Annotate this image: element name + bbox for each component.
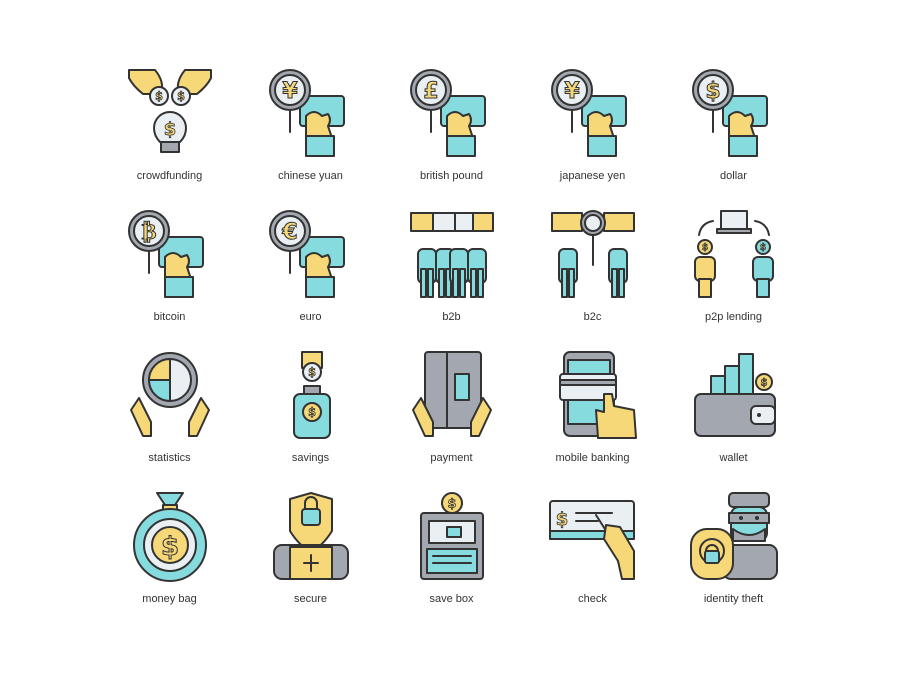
icon-tile-dollar: $ dollar xyxy=(663,68,804,209)
svg-text:£: £ xyxy=(423,79,438,104)
payment-terminal-icon xyxy=(411,351,492,437)
icon-label: euro xyxy=(299,311,322,323)
crowdfunding-icon: $ $ $ xyxy=(127,69,212,153)
identity-theft-icon xyxy=(689,492,778,580)
icon-label: statistics xyxy=(148,452,191,464)
icon-label: money bag xyxy=(142,593,197,605)
icon-label: p2p lending xyxy=(705,311,762,323)
icon-tile-secure: secure xyxy=(240,491,381,632)
svg-text:$: $ xyxy=(308,366,316,379)
svg-text:$: $ xyxy=(155,90,163,103)
icon-label: b2c xyxy=(583,311,602,323)
icon-label: b2b xyxy=(442,311,461,323)
icon-tile-british-pound: £ british pound xyxy=(381,68,522,209)
icon-tile-save-box: $ save box xyxy=(381,491,522,632)
svg-text:$: $ xyxy=(163,119,176,140)
svg-text:€: € xyxy=(281,220,297,245)
save-box-icon: $ xyxy=(419,492,484,580)
svg-text:$: $ xyxy=(705,79,720,104)
mobile-banking-icon xyxy=(558,351,637,439)
icon-tile-b2b: b2b xyxy=(381,209,522,350)
secure-shield-icon xyxy=(272,492,349,580)
icon-tile-statistics: statistics xyxy=(99,350,240,491)
icon-label: identity theft xyxy=(703,593,764,605)
icon-tile-check: $ check xyxy=(522,491,663,632)
icon-tile-savings: $$ savings xyxy=(240,350,381,491)
p2p-lending-icon: $$ xyxy=(693,210,774,298)
icon-label: chinese yuan xyxy=(278,170,343,182)
icon-label: save box xyxy=(429,593,474,605)
icon-tile-euro: € euro xyxy=(240,209,381,350)
svg-text:¥: ¥ xyxy=(282,79,298,104)
svg-text:$: $ xyxy=(759,243,765,253)
svg-text:$: $ xyxy=(760,378,767,389)
icon-label: dollar xyxy=(720,170,747,182)
svg-text:$: $ xyxy=(177,90,185,103)
icon-label: japanese yen xyxy=(559,170,626,182)
icon-tile-payment: payment xyxy=(381,350,522,491)
icon-label: crowdfunding xyxy=(136,170,203,182)
svg-text:$: $ xyxy=(308,406,316,419)
yen-magnifier-icon: ¥ xyxy=(550,69,627,157)
icon-tile-chinese-yuan: ¥ chinese yuan xyxy=(240,68,381,209)
icon-tile-wallet: $ wallet xyxy=(663,350,804,491)
icon-tile-identity-theft: identity theft xyxy=(663,491,804,632)
icon-label: wallet xyxy=(719,452,748,464)
check-pen-icon: $ xyxy=(548,500,635,580)
money-bag-icon: $ xyxy=(132,492,207,582)
icon-grid: $$$ crowdfunding ¥ chinese yuan £ britis… xyxy=(99,68,804,632)
wallet-icon: $ xyxy=(693,353,776,437)
icon-tile-p2p-lending: $$ p2p lending xyxy=(663,209,804,350)
svg-text:¥: ¥ xyxy=(564,79,580,104)
svg-text:$: $ xyxy=(447,496,456,511)
icon-label: bitcoin xyxy=(153,311,186,323)
icon-label: secure xyxy=(293,593,328,605)
icon-label: payment xyxy=(430,452,473,464)
icon-label: check xyxy=(578,593,607,605)
yuan-magnifier-icon: ¥ xyxy=(268,69,345,157)
icon-tile-money-bag: $ money bag xyxy=(99,491,240,632)
svg-text:₿: ₿ xyxy=(141,220,156,245)
dollar-magnifier-icon: $ xyxy=(691,69,768,157)
icon-label: savings xyxy=(291,452,330,464)
pound-magnifier-icon: £ xyxy=(409,69,486,157)
icon-label: mobile banking xyxy=(555,452,630,464)
icon-label: british pound xyxy=(420,170,483,182)
b2c-puzzle-icon xyxy=(550,210,635,298)
svg-text:$: $ xyxy=(701,243,707,253)
statistics-pie-hands-icon xyxy=(129,352,210,437)
icon-tile-b2c: b2c xyxy=(522,209,663,350)
savings-jar-icon: $$ xyxy=(292,351,331,439)
icon-tile-bitcoin: ₿ bitcoin xyxy=(99,209,240,350)
icon-tile-mobile-banking: mobile banking xyxy=(522,350,663,491)
bitcoin-magnifier-icon: ₿ xyxy=(127,210,204,298)
svg-text:$: $ xyxy=(160,532,178,562)
b2b-puzzle-icon xyxy=(409,212,494,298)
euro-magnifier-icon: € xyxy=(268,210,345,298)
icon-tile-japanese-yen: ¥ japanese yen xyxy=(522,68,663,209)
icon-tile-crowdfunding: $ $ $ crowdfunding xyxy=(99,68,240,209)
svg-text:$: $ xyxy=(555,509,568,530)
